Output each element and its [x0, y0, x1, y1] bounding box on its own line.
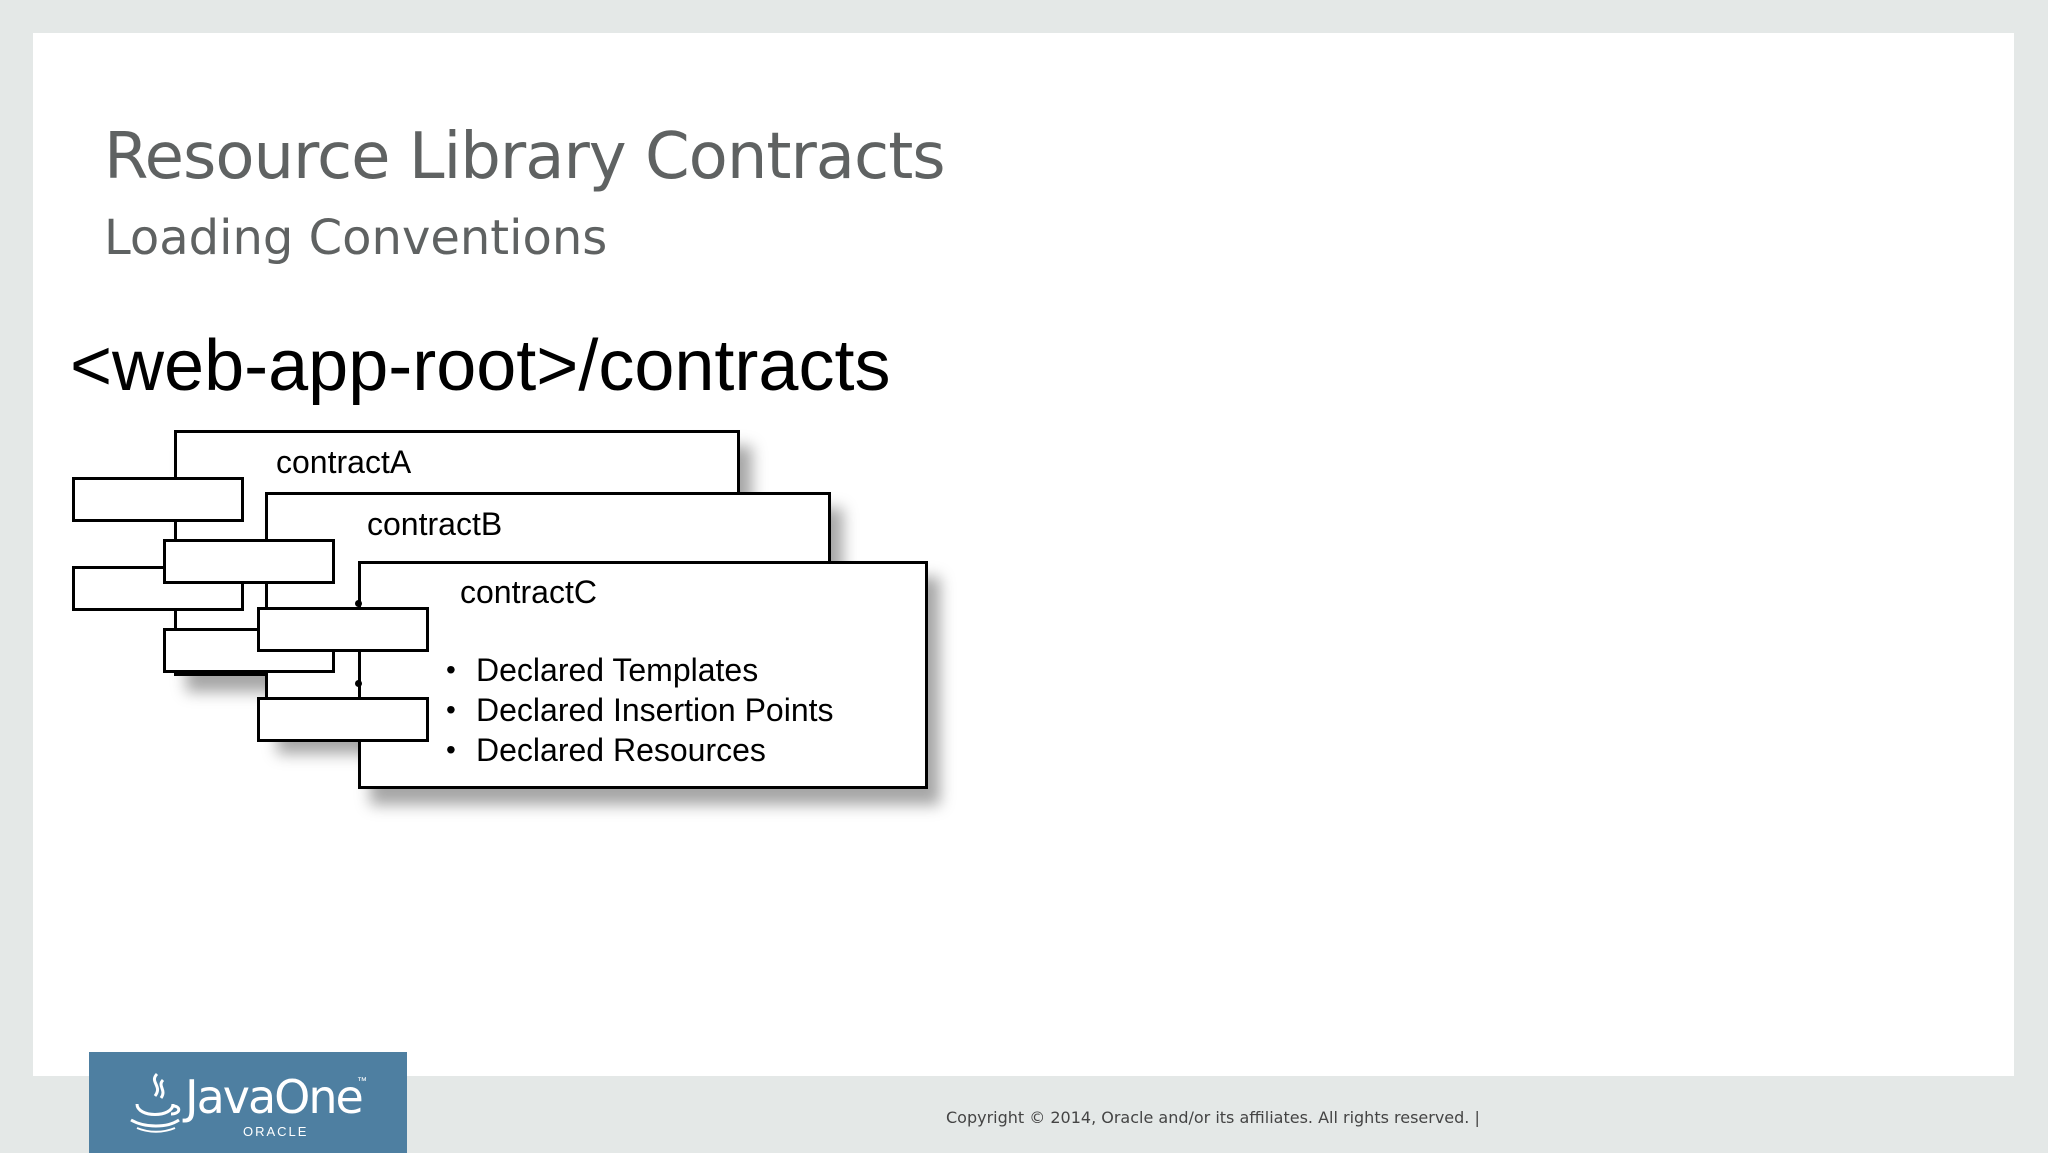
- java-cup-icon: [130, 1072, 181, 1133]
- contract-b-tab-top: [163, 539, 335, 584]
- slide-title: Resource Library Contracts: [104, 120, 946, 194]
- javaone-logo: JavaOne ™ ORACLE: [89, 1052, 407, 1153]
- copyright-notice: Copyright © 2014, Oracle and/or its affi…: [946, 1108, 1480, 1127]
- bullet-icon: •: [446, 654, 456, 685]
- logo-company: ORACLE: [243, 1124, 309, 1139]
- contract-b-label: contractB: [367, 506, 503, 542]
- contract-c-tab-top: [257, 607, 429, 652]
- bullet-item: •Declared Resources: [446, 732, 766, 768]
- contracts-path: <web-app-root>/contracts: [70, 326, 891, 406]
- logo-text: JavaOne: [185, 1070, 364, 1124]
- contract-a-tab-top: [72, 477, 244, 522]
- logo-trademark: ™: [357, 1076, 367, 1087]
- bullet-icon: •: [446, 694, 456, 725]
- contract-c-label: contractC: [460, 574, 597, 610]
- slide-subtitle: Loading Conventions: [104, 210, 608, 266]
- bullet-dot-behind: [355, 600, 362, 607]
- bullet-item: •Declared Templates: [446, 652, 759, 688]
- bullet-dot-behind: [355, 680, 362, 687]
- contract-a-label: contractA: [276, 444, 412, 480]
- bullet-item: •Declared Insertion Points: [446, 692, 834, 728]
- contract-c-card: [358, 561, 928, 789]
- bullet-icon: •: [446, 734, 456, 765]
- contract-c-bullet-list: •Declared Templates •Declared Insertion …: [440, 650, 834, 770]
- contract-c-tab-bottom: [257, 697, 429, 742]
